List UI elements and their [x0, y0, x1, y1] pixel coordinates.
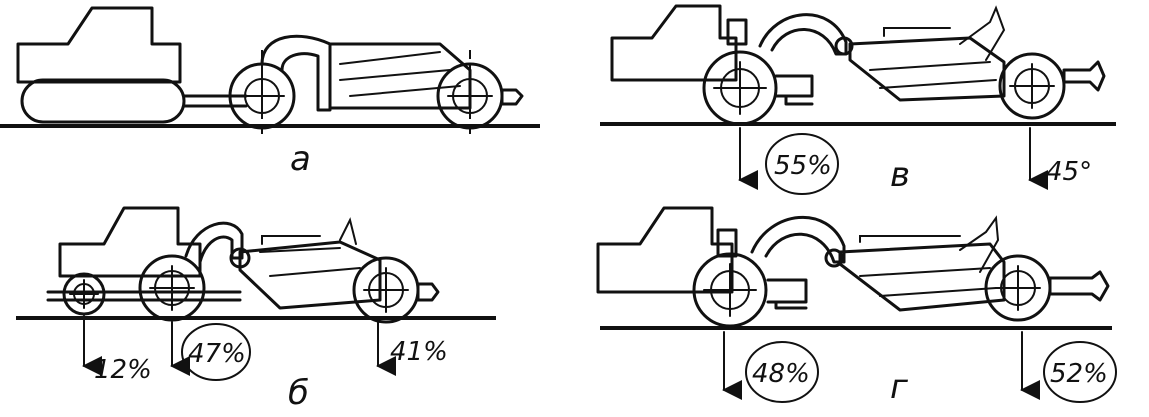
- drawbar: [182, 94, 248, 108]
- rear-hitch: [1048, 270, 1110, 302]
- scraper-bowl: [838, 242, 1006, 312]
- tractor-frame: [46, 290, 242, 302]
- load-circle: [765, 133, 839, 195]
- load-label-front: 12%: [94, 355, 152, 385]
- load-label-middle: 47%: [188, 339, 246, 369]
- scraper-bowl: [238, 240, 382, 310]
- scraper-gooseneck: [260, 34, 332, 112]
- scraper-rear-wheel: [436, 62, 504, 130]
- wheeled-tractor-body: [58, 206, 202, 278]
- caption-b: б: [288, 373, 309, 413]
- tractor-drive-wheel: [702, 50, 778, 126]
- panel-v: 55% 45° в: [600, 4, 1116, 195]
- scraper-rear-wheel: [352, 256, 420, 324]
- load-circle-front: [745, 341, 819, 403]
- caption-a: а: [290, 139, 311, 179]
- scraper-bowl: [328, 42, 472, 110]
- rear-hitch: [500, 88, 524, 106]
- panel-a: а: [0, 6, 540, 179]
- rear-hitch: [1062, 60, 1106, 92]
- caption-v: в: [890, 155, 910, 195]
- load-circle: [181, 323, 251, 381]
- scraper-rear-wheel: [984, 254, 1052, 322]
- scraper-bowl: [848, 36, 1006, 102]
- load-circle-rear: [1043, 341, 1117, 403]
- load-label-rear: 45°: [1046, 157, 1092, 187]
- caption-g: г: [890, 367, 909, 407]
- scraper-rear-wheel: [998, 52, 1066, 120]
- scraper-gooseneck: [750, 215, 846, 264]
- scraper-gooseneck: [184, 221, 244, 264]
- tractor-front-wheel: [62, 272, 106, 316]
- tractor-drive-wheel: [138, 254, 206, 322]
- panel-b: 12% 47% 41% б: [16, 206, 496, 413]
- crawler-tractor-body: [16, 6, 182, 84]
- load-label-front: 48%: [752, 359, 810, 389]
- tractor-body: [610, 4, 738, 82]
- panel-g: 48% 52% г: [596, 206, 1117, 407]
- load-label-rear: 41%: [390, 337, 448, 367]
- rear-hitch: [416, 282, 440, 302]
- load-label-front: 55%: [774, 151, 832, 181]
- scraper-gooseneck: [758, 13, 848, 56]
- tractor-drive-wheel: [692, 252, 768, 328]
- tractor-body: [596, 206, 734, 294]
- load-label-rear: 52%: [1050, 359, 1108, 389]
- crawler-track: [20, 78, 186, 124]
